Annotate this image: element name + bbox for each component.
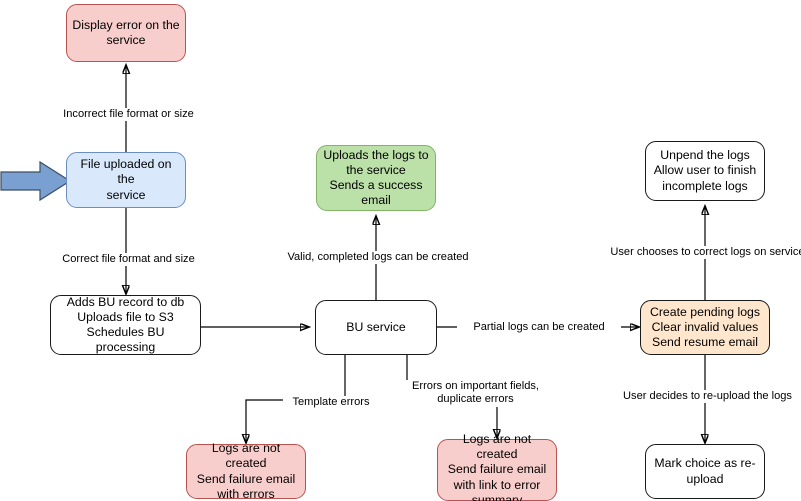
node-bu-service[interactable]: BU service (315, 300, 437, 355)
edge-label-valid-logs: Valid, completed logs can be created (277, 251, 479, 265)
edge-label-user-corrects: User chooses to correct logs on service (603, 246, 801, 260)
node-create-pending-logs[interactable]: Create pending logs Clear invalid values… (640, 300, 770, 355)
edge-label-correct-format: Correct file format and size (52, 253, 205, 267)
node-unpend-the-logs[interactable]: Unpend the logs Allow user to finish inc… (645, 141, 765, 201)
edge-label-incorrect-format: Incorrect file format or size (51, 108, 206, 122)
node-uploads-the-logs[interactable]: Uploads the logs to the service Sends a … (316, 145, 436, 211)
edge-label-partial-logs: Partial logs can be created (457, 321, 621, 335)
edge-label-important-fields: Errors on important fields, duplicate er… (390, 380, 561, 407)
node-file-uploaded[interactable]: File uploaded on the service (66, 152, 186, 208)
node-logs-not-created-template[interactable]: Logs are not created Send failure email … (186, 441, 306, 501)
node-adds-bu-record[interactable]: Adds BU record to db Uploads file to S3 … (50, 295, 201, 355)
node-mark-choice[interactable]: Mark choice as re- upload (645, 444, 765, 499)
node-display-error[interactable]: Display error on the service (66, 4, 186, 62)
edge-label-template-errors: Template errors (283, 396, 379, 410)
edge-label-user-reupload: User decides to re-upload the logs (606, 390, 801, 404)
inbound-big-arrow (0, 160, 72, 202)
node-logs-not-created-fields[interactable]: Logs are not created Send failure email … (437, 432, 557, 501)
